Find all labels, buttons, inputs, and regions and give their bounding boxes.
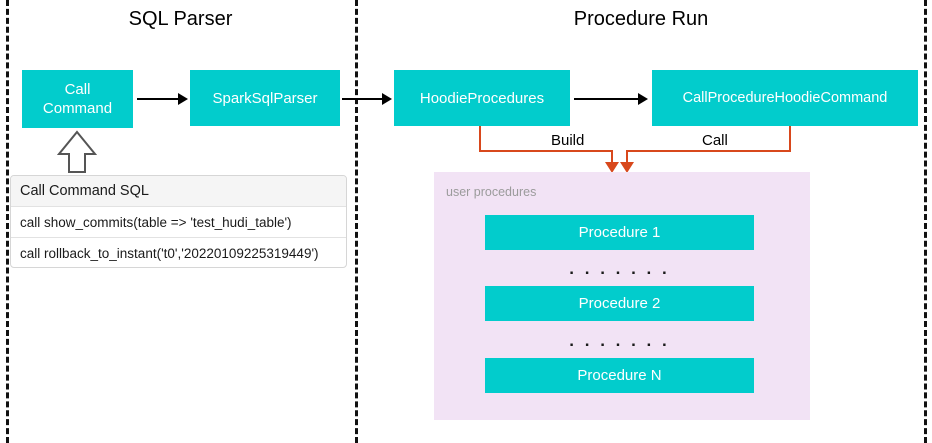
- node-hoodie-procedures-label: HoodieProcedures: [419, 89, 545, 107]
- build-connector-down-stem: [611, 150, 613, 164]
- procedure-bar-1-label: Procedure 1: [578, 224, 661, 241]
- node-call-procedure-hoodie-command-label: CallProcedureHoodieCommand: [682, 89, 888, 106]
- build-connector-arrowhead: [605, 162, 619, 173]
- node-call-command-line1: Call: [64, 81, 91, 98]
- flow-arrow-head-call-command-to-parser: [178, 93, 188, 105]
- connector-label-call: Call: [697, 132, 733, 150]
- node-call-command[interactable]: Call Command: [22, 70, 133, 128]
- flow-arrow-line-parser-to-hoodie-procedures: [342, 98, 382, 100]
- procedure-bar-1[interactable]: Procedure 1: [485, 215, 754, 250]
- build-connector-left-stem: [479, 126, 481, 152]
- flow-arrow-head-parser-to-hoodie-procedures: [382, 93, 392, 105]
- flow-arrow-line-hoodie-procedures-to-command: [574, 98, 638, 100]
- connector-label-build: Build: [546, 132, 590, 150]
- build-connector-horizontal: [479, 150, 613, 152]
- call-connector-horizontal: [626, 150, 791, 152]
- flow-arrow-head-hoodie-procedures-to-command: [638, 93, 648, 105]
- procedure-bar-2-label: Procedure 2: [578, 295, 661, 312]
- sql-table-row-show-commits: call show_commits(table => 'test_hudi_ta…: [11, 207, 346, 238]
- region-border-right-dashed: [924, 0, 927, 443]
- node-call-procedure-hoodie-command[interactable]: CallProcedureHoodieCommand: [652, 70, 918, 126]
- block-up-arrow-sql-to-call-command: [56, 130, 98, 179]
- call-command-sql-table: Call Command SQL call show_commits(table…: [10, 175, 347, 268]
- region-divider-dashed: [355, 0, 358, 443]
- call-connector-right-stem: [789, 126, 791, 152]
- call-connector-down-stem: [626, 150, 628, 164]
- sql-table-row-rollback-to-instant: call rollback_to_instant('t0','202201092…: [20, 245, 319, 261]
- user-procedures-label: user procedures: [446, 185, 537, 199]
- procedure-bar-n[interactable]: Procedure N: [485, 358, 754, 393]
- section-title-procedure-run: Procedure Run: [573, 8, 709, 30]
- flow-arrow-line-call-command-to-parser: [137, 98, 178, 100]
- node-call-command-line2: Command: [42, 100, 113, 117]
- procedure-ellipsis-2: . . . . . . .: [569, 331, 670, 350]
- procedure-bar-2[interactable]: Procedure 2: [485, 286, 754, 321]
- node-hoodie-procedures[interactable]: HoodieProcedures: [394, 70, 570, 126]
- node-spark-sql-parser[interactable]: SparkSqlParser: [190, 70, 340, 126]
- node-spark-sql-parser-label: SparkSqlParser: [212, 89, 318, 107]
- section-title-sql-parser: SQL Parser: [128, 8, 233, 30]
- sql-table-header: Call Command SQL: [11, 176, 346, 207]
- procedure-bar-n-label: Procedure N: [577, 367, 662, 384]
- call-connector-arrowhead: [620, 162, 634, 173]
- region-border-left-dashed: [6, 0, 9, 443]
- procedure-ellipsis-1: . . . . . . .: [569, 259, 670, 278]
